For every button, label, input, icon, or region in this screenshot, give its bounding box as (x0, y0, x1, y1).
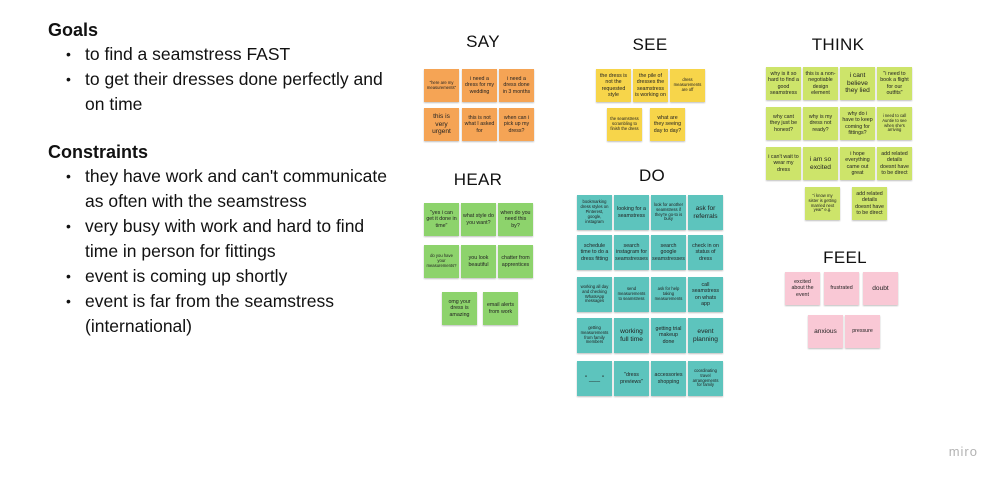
sticky-note[interactable]: search instagram for seamstresses (614, 235, 649, 270)
do-title: DO (638, 166, 666, 185)
sticky-note[interactable]: i am so excited (803, 147, 838, 180)
sticky-note[interactable]: i need a dress done in 3 months (499, 69, 534, 102)
think-title: THINK (811, 35, 865, 54)
sticky-note[interactable]: pressure (845, 315, 880, 348)
sticky-note[interactable]: this is very urgent (424, 108, 459, 141)
feel-title: FEEL (823, 248, 867, 267)
goals-title: Goals (48, 20, 99, 40)
see-title: SEE (632, 35, 668, 54)
sticky-note[interactable]: ask for referrals (688, 195, 723, 230)
sticky-note[interactable]: when do you need this by? (498, 203, 533, 236)
sticky-note[interactable]: ask for help taking measurements (651, 277, 686, 312)
constraint-item: event is far from the seamstress (intern… (66, 289, 388, 339)
sticky-note[interactable]: frustrated (824, 272, 859, 305)
constraints-section: Constraints they have work and can't com… (48, 140, 388, 339)
sticky-note[interactable]: "i know my sister is getting married nex… (805, 187, 840, 220)
sticky-note[interactable]: getting trial makeup done (651, 318, 686, 353)
goal-item: to find a seamstress FAST (66, 42, 388, 67)
sticky-note[interactable]: chatter from apprentices (498, 245, 533, 278)
constraint-item: they have work and can't communicate as … (66, 164, 388, 214)
sticky-note[interactable]: the pile of dresses the seamstress is wo… (633, 69, 668, 102)
sticky-note[interactable]: look for another seamstress if they're g… (651, 195, 686, 230)
sticky-note[interactable]: search google seamstresses (651, 235, 686, 270)
sticky-note[interactable]: i need a dress for my wedding (462, 69, 497, 102)
sticky-note[interactable]: "i need to book a flight for our outfits… (877, 67, 912, 100)
sticky-note[interactable]: the dress is not the requested style (596, 69, 631, 102)
sticky-note[interactable]: what style do you want? (461, 203, 496, 236)
persona-panel: Goals to find a seamstress FAST to get t… (48, 18, 388, 339)
sticky-note[interactable]: accessories shopping (651, 361, 686, 396)
sticky-note[interactable]: check in on status of dress (688, 235, 723, 270)
goals-section: Goals to find a seamstress FAST to get t… (48, 18, 388, 117)
goal-item: to get their dresses done perfectly and … (66, 67, 388, 117)
sticky-note[interactable]: schedule time to do a dress fitting (577, 235, 612, 270)
sticky-note[interactable]: this is a non-negotiable design element (803, 67, 838, 100)
sticky-note[interactable]: dress measurements are off (670, 69, 705, 102)
sticky-note[interactable]: "yes i can get it done in time" (424, 203, 459, 236)
sticky-note[interactable]: event planning (688, 318, 723, 353)
sticky-note[interactable]: you look beautiful (461, 245, 496, 278)
sticky-note[interactable]: i need to call Auntie to see when she's … (877, 107, 912, 140)
sticky-note[interactable]: send measurements to seamstress (614, 277, 649, 312)
sticky-note[interactable]: why cant they just be honest? (766, 107, 801, 140)
sticky-note[interactable]: this is not what I asked for (462, 108, 497, 141)
constraint-item: event is coming up shortly (66, 264, 388, 289)
sticky-note[interactable]: why is it so hard to find a good seamstr… (766, 67, 801, 100)
constraints-title: Constraints (48, 142, 149, 162)
constraints-list: they have work and can't communicate as … (48, 164, 388, 339)
sticky-note[interactable]: anxious (808, 315, 843, 348)
sticky-note[interactable]: coordinating travel arrangements for fam… (688, 361, 723, 396)
sticky-note[interactable]: what are they seeing day to day? (650, 108, 685, 141)
sticky-note[interactable]: add related details doesnt have to be di… (877, 147, 912, 180)
hear-title: HEAR (453, 170, 503, 189)
sticky-note[interactable]: excited about the event (785, 272, 820, 305)
sticky-note[interactable]: working full time (614, 318, 649, 353)
sticky-note[interactable]: email alerts from work (483, 292, 518, 325)
sticky-note[interactable]: add related details doesnt have to be di… (852, 187, 887, 220)
sticky-note[interactable]: " ___ " (577, 361, 612, 396)
sticky-note[interactable]: "dress previews" (614, 361, 649, 396)
sticky-note[interactable]: i hope everything came out great (840, 147, 875, 180)
goals-list: to find a seamstress FAST to get their d… (48, 42, 388, 117)
constraint-item: very busy with work and hard to find tim… (66, 214, 388, 264)
sticky-note[interactable]: getting measurements from family members (577, 318, 612, 353)
sticky-note[interactable]: do you have your measurements? (424, 245, 459, 278)
sticky-note[interactable]: bookmarking dress styles on Pinterest, g… (577, 195, 612, 230)
sticky-note[interactable]: doubt (863, 272, 898, 305)
sticky-note[interactable]: call seamstress on whats app (688, 277, 723, 312)
sticky-note[interactable]: omg your dress is amazing (442, 292, 477, 325)
say-title: SAY (466, 32, 500, 51)
sticky-note[interactable]: the seamstress scrambling to finish the … (607, 108, 642, 141)
sticky-note[interactable]: why is my dress not ready? (803, 107, 838, 140)
sticky-note[interactable]: when can i pick up my dress? (499, 108, 534, 141)
sticky-note[interactable]: i can't wait to wear my dress (766, 147, 801, 180)
miro-logo: miro (948, 444, 978, 459)
sticky-note[interactable]: looking for a seamstress (614, 195, 649, 230)
sticky-note[interactable]: i cant believe they lied (840, 67, 875, 100)
sticky-note[interactable]: why do i have to keep coming for fitting… (840, 107, 875, 140)
sticky-note[interactable]: working all day and checking WhatsApp me… (577, 277, 612, 312)
sticky-note[interactable]: "here are my measurements" (424, 69, 459, 102)
